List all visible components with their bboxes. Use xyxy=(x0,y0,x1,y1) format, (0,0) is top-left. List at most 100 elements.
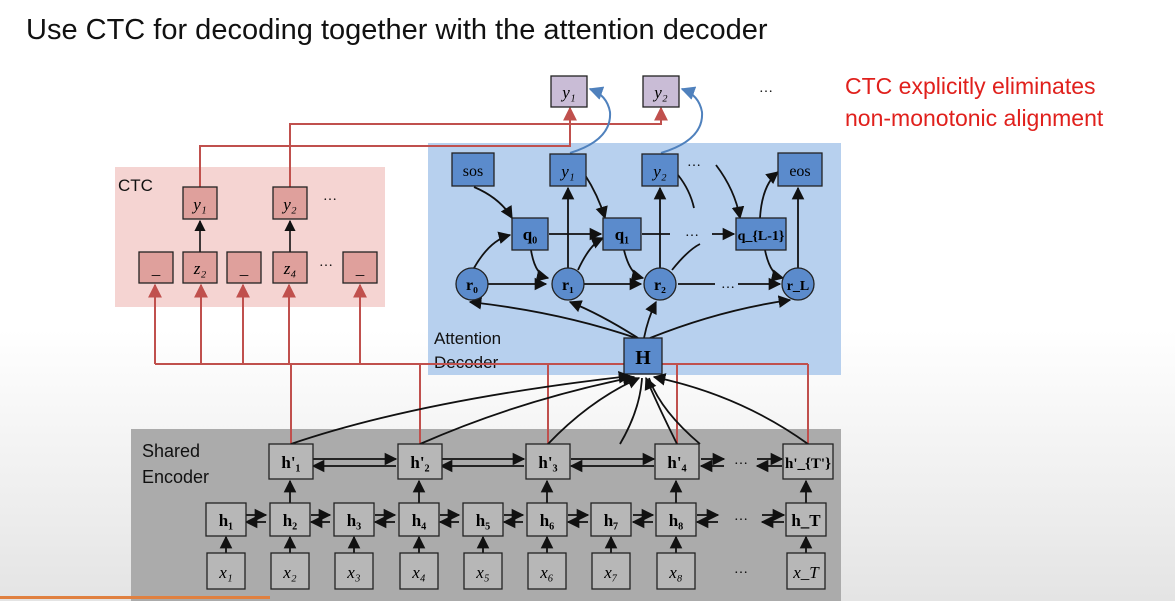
ctc-red-connections xyxy=(148,106,809,444)
slide-title: Use CTC for decoding together with the a… xyxy=(26,14,768,46)
r2-label: r₂ xyxy=(654,277,666,294)
hprime-T-label: h'_{T'} xyxy=(785,456,831,472)
q0-box xyxy=(511,217,549,251)
ctc-latent-3-label: _ xyxy=(239,259,249,278)
x-6-label: x₆ xyxy=(539,563,554,582)
rL-node xyxy=(781,267,815,301)
final-output-y2-label: y₂ xyxy=(652,83,668,102)
h-T-label: h_T xyxy=(791,511,821,530)
encoder-label-2: Encoder xyxy=(142,467,209,487)
x-5-label: x₅ xyxy=(475,563,490,582)
ctc-note: CTC explicitly eliminates non-monotonic … xyxy=(845,70,1103,134)
x-4 xyxy=(399,552,439,590)
ctc-latent-4 xyxy=(272,251,308,284)
ctc-note-line-1: CTC explicitly eliminates xyxy=(845,73,1096,99)
r-ellipsis: … xyxy=(721,277,735,292)
attention-boxes: sos y₁ y₂ … eos q₀ q₁ … q_{L-1} r₀ r₁ r₂… xyxy=(451,152,823,375)
x-T-label: x_T xyxy=(792,563,820,582)
hprime-1-label: h'₁ xyxy=(281,453,300,472)
rL-label: r_L xyxy=(787,279,810,294)
eos-label: eos xyxy=(789,163,810,180)
h-7 xyxy=(590,502,632,537)
r1-node xyxy=(551,267,585,301)
h-5 xyxy=(462,502,504,537)
x-5 xyxy=(463,552,503,590)
x-8-label: x₈ xyxy=(668,563,683,582)
ctc-latent-2-label: z₂ xyxy=(193,259,207,278)
final-outputs: y₁ y₂ … xyxy=(550,75,773,108)
ctc-note-line-2: non-monotonic alignment xyxy=(845,105,1104,131)
ctc-output-y1-label: y₁ xyxy=(191,195,206,214)
h-3-label: h₃ xyxy=(347,511,362,530)
x-6 xyxy=(527,552,567,590)
qL-box xyxy=(735,217,787,251)
x-T xyxy=(786,552,826,590)
hprime-ellipsis: … xyxy=(734,453,748,468)
hprime-3-label: h'₃ xyxy=(538,453,557,472)
attention-label-1: Attention xyxy=(434,329,501,348)
x-4-label: x₄ xyxy=(411,563,426,582)
encoder-label-1: Shared xyxy=(142,441,200,461)
h-8-label: h₈ xyxy=(669,511,684,530)
bottom-accent-bar xyxy=(0,596,270,599)
ctc-outputs: y₁ y₂ … xyxy=(182,186,337,220)
h-2-label: h₂ xyxy=(283,511,298,530)
x-7-label: x₇ xyxy=(603,563,618,582)
x-ellipsis: … xyxy=(734,562,748,577)
r1-label: r₁ xyxy=(562,277,574,294)
ctc-output-y2-label: y₂ xyxy=(281,195,297,214)
hprime-2-label: h'₂ xyxy=(410,453,429,472)
encoder-hprime-layer: h'₁ h'₂ h'₃ h'₄ … h'_{T'} xyxy=(268,443,834,480)
ctc-output-y1 xyxy=(182,186,218,220)
ctc-output-ellipsis: … xyxy=(323,189,337,204)
q0-label: q₀ xyxy=(523,225,538,244)
h-6-label: h₆ xyxy=(540,511,555,530)
h-4 xyxy=(398,502,440,537)
q1-box xyxy=(602,217,642,251)
h-3 xyxy=(333,502,375,537)
att-y2-label: y₂ xyxy=(651,162,667,181)
ctc-latent-4-label: z₄ xyxy=(283,259,297,278)
q1-label: q₁ xyxy=(615,225,630,244)
hprime-1 xyxy=(268,443,314,480)
att-y-ellipsis: … xyxy=(687,155,701,170)
ctc-latent-6 xyxy=(342,251,378,284)
h-8 xyxy=(655,502,697,537)
x-2-label: x₂ xyxy=(282,563,297,582)
x-2 xyxy=(270,552,310,590)
att-y1-box xyxy=(549,153,587,187)
h-7-label: h₇ xyxy=(604,511,619,530)
h-5-label: h₅ xyxy=(476,511,491,530)
ctc-latent-2 xyxy=(182,251,218,284)
x-7 xyxy=(591,552,631,590)
x-3-label: x₃ xyxy=(346,563,361,582)
ctc-latent-1-label: _ xyxy=(151,259,161,278)
ctc-latents: _ z₂ _ z₄ … _ xyxy=(138,251,378,284)
attention-arrows xyxy=(468,164,805,339)
att-y2-box xyxy=(641,153,679,187)
h-6 xyxy=(526,502,568,537)
ctc-latent-3 xyxy=(226,251,262,284)
ctc-label: CTC xyxy=(118,176,153,195)
ctc-latent-6-label: _ xyxy=(355,259,365,278)
hprime-4-label: h'₄ xyxy=(667,453,686,472)
qL-label: q_{L-1} xyxy=(738,229,785,244)
x-3 xyxy=(334,552,374,590)
hprime-3 xyxy=(525,443,571,480)
H-label: H xyxy=(635,347,651,369)
r2-node xyxy=(643,267,677,301)
sos-box xyxy=(451,152,495,187)
hprime-T xyxy=(782,443,834,480)
r0-label: r₀ xyxy=(466,277,478,294)
x-1 xyxy=(206,552,246,590)
h-ellipsis: … xyxy=(734,509,748,524)
final-output-y1-label: y₁ xyxy=(560,83,575,102)
h-1 xyxy=(205,502,247,537)
H-box xyxy=(623,337,663,375)
h-2 xyxy=(269,502,311,537)
h-4-label: h₄ xyxy=(412,511,427,530)
ctc-latent-1 xyxy=(138,251,174,284)
hprime-2 xyxy=(397,443,443,480)
encoder-x-layer: x₁ x₂ x₃ x₄ x₅ x₆ x₇ x₈ … x_T xyxy=(206,552,826,590)
